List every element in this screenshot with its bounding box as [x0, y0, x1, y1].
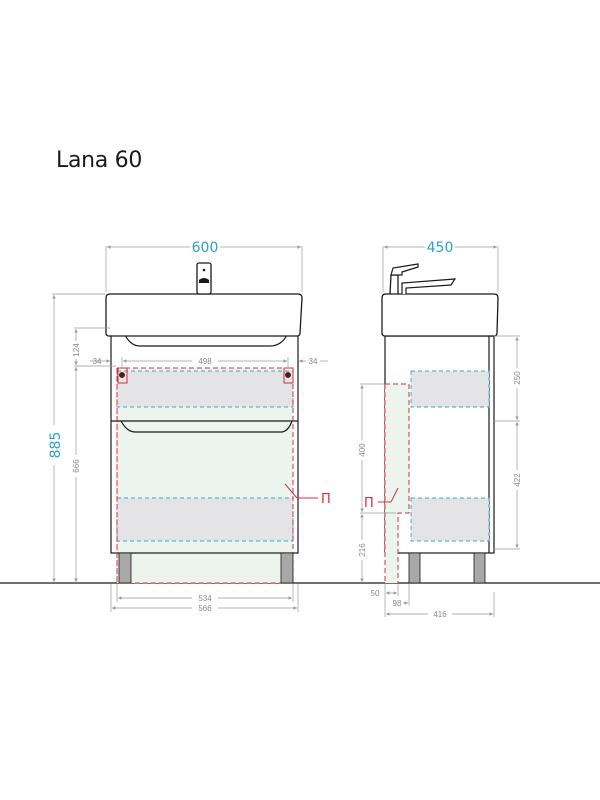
- dim-overall-height: 885: [48, 432, 64, 459]
- side-pipe-zone: [385, 384, 409, 583]
- dim-margin-right: 34: [309, 357, 318, 366]
- dim-pipe-zone-bottom: 216: [358, 543, 367, 557]
- mount-point-right: [283, 367, 294, 384]
- mount-point-left: [117, 367, 128, 384]
- dim-side-depth: 450: [427, 240, 454, 256]
- dim-body-height: 666: [72, 459, 81, 473]
- dim-pipe-zone-depth: 50: [371, 589, 380, 598]
- dim-upper-drawer-height: 250: [513, 371, 522, 385]
- front-upper-drawer-zone: [116, 370, 294, 408]
- dim-outer-width: 566: [198, 604, 212, 613]
- side-leg-front: [408, 552, 421, 584]
- front-view: 600 885 124 666 34 498 34 534: [48, 240, 331, 613]
- side-lower-drawer-zone: [410, 497, 490, 542]
- front-basin: [105, 293, 303, 337]
- dim-lower-drawer-height: 422: [513, 473, 522, 487]
- dim-margin-left: 34: [93, 357, 102, 366]
- side-upper-drawer-zone: [410, 370, 490, 408]
- front-lower-handle: [120, 420, 293, 433]
- front-faucet-icon: [196, 262, 212, 295]
- side-basin: [381, 293, 499, 337]
- dim-mount-spacing: 498: [198, 357, 212, 366]
- side-faucet-icon: [389, 263, 457, 295]
- front-leg-left: [118, 552, 132, 584]
- dim-top-offset: 124: [72, 343, 81, 357]
- dim-pipe-zone-height: 400: [358, 443, 367, 457]
- dim-inner-width: 534: [198, 594, 212, 603]
- dim-body-depth: 416: [433, 610, 447, 619]
- side-pipe-zone-label: П: [364, 496, 374, 511]
- product-title: Lana 60: [56, 148, 143, 173]
- side-leg-back: [473, 552, 486, 584]
- front-pipe-zone-label: П: [321, 492, 331, 507]
- side-view: 450 250 422 400 216 50 98 416: [356, 240, 523, 619]
- dim-front-width: 600: [192, 240, 219, 256]
- front-lower-drawer-zone: [116, 497, 294, 542]
- dim-pipe-offset: 98: [393, 599, 402, 608]
- front-upper-handle: [123, 332, 289, 347]
- front-leg-right: [280, 552, 294, 584]
